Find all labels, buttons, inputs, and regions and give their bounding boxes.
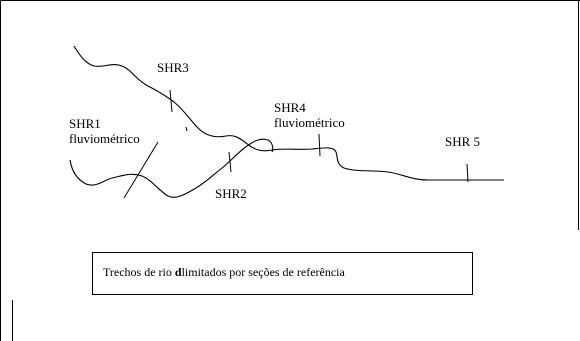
label-shr1-name: SHR1 [69, 116, 101, 131]
caption-box: Trechos de rio dlimitados por seções de … [92, 252, 473, 295]
label-shr2-text: SHR2 [215, 186, 247, 201]
label-shr3-text: SHR3 [157, 60, 189, 75]
label-shr1: SHR1 fluviométrico [69, 116, 140, 146]
section-mark-shr2 [228, 151, 232, 173]
caption-after: limitados por seções de referência [181, 265, 345, 279]
river-main-channel [73, 45, 504, 181]
section-mark-shr5 [466, 163, 469, 183]
label-shr4: SHR4 fluviométrico [274, 100, 345, 130]
section-mark-shr3 [169, 89, 173, 113]
section-mark-shr4 [318, 133, 321, 157]
label-shr5: SHR 5 [445, 134, 480, 149]
label-shr1-type: fluviométrico [69, 131, 140, 146]
caption-bold: d [174, 265, 182, 279]
label-shr3: SHR3 [157, 60, 189, 75]
label-shr2: SHR2 [215, 186, 247, 201]
label-shr4-type: fluviométrico [274, 115, 345, 130]
caption-text: Trechos de rio dlimitados por seções de … [103, 265, 345, 280]
label-shr4-name: SHR4 [274, 100, 306, 115]
river-lower-branch [69, 138, 274, 198]
section-mark-dash [185, 126, 188, 132]
caption-before: Trechos de rio [103, 265, 175, 279]
section-mark-shr1 [123, 141, 159, 199]
label-shr5-text: SHR 5 [445, 134, 481, 149]
